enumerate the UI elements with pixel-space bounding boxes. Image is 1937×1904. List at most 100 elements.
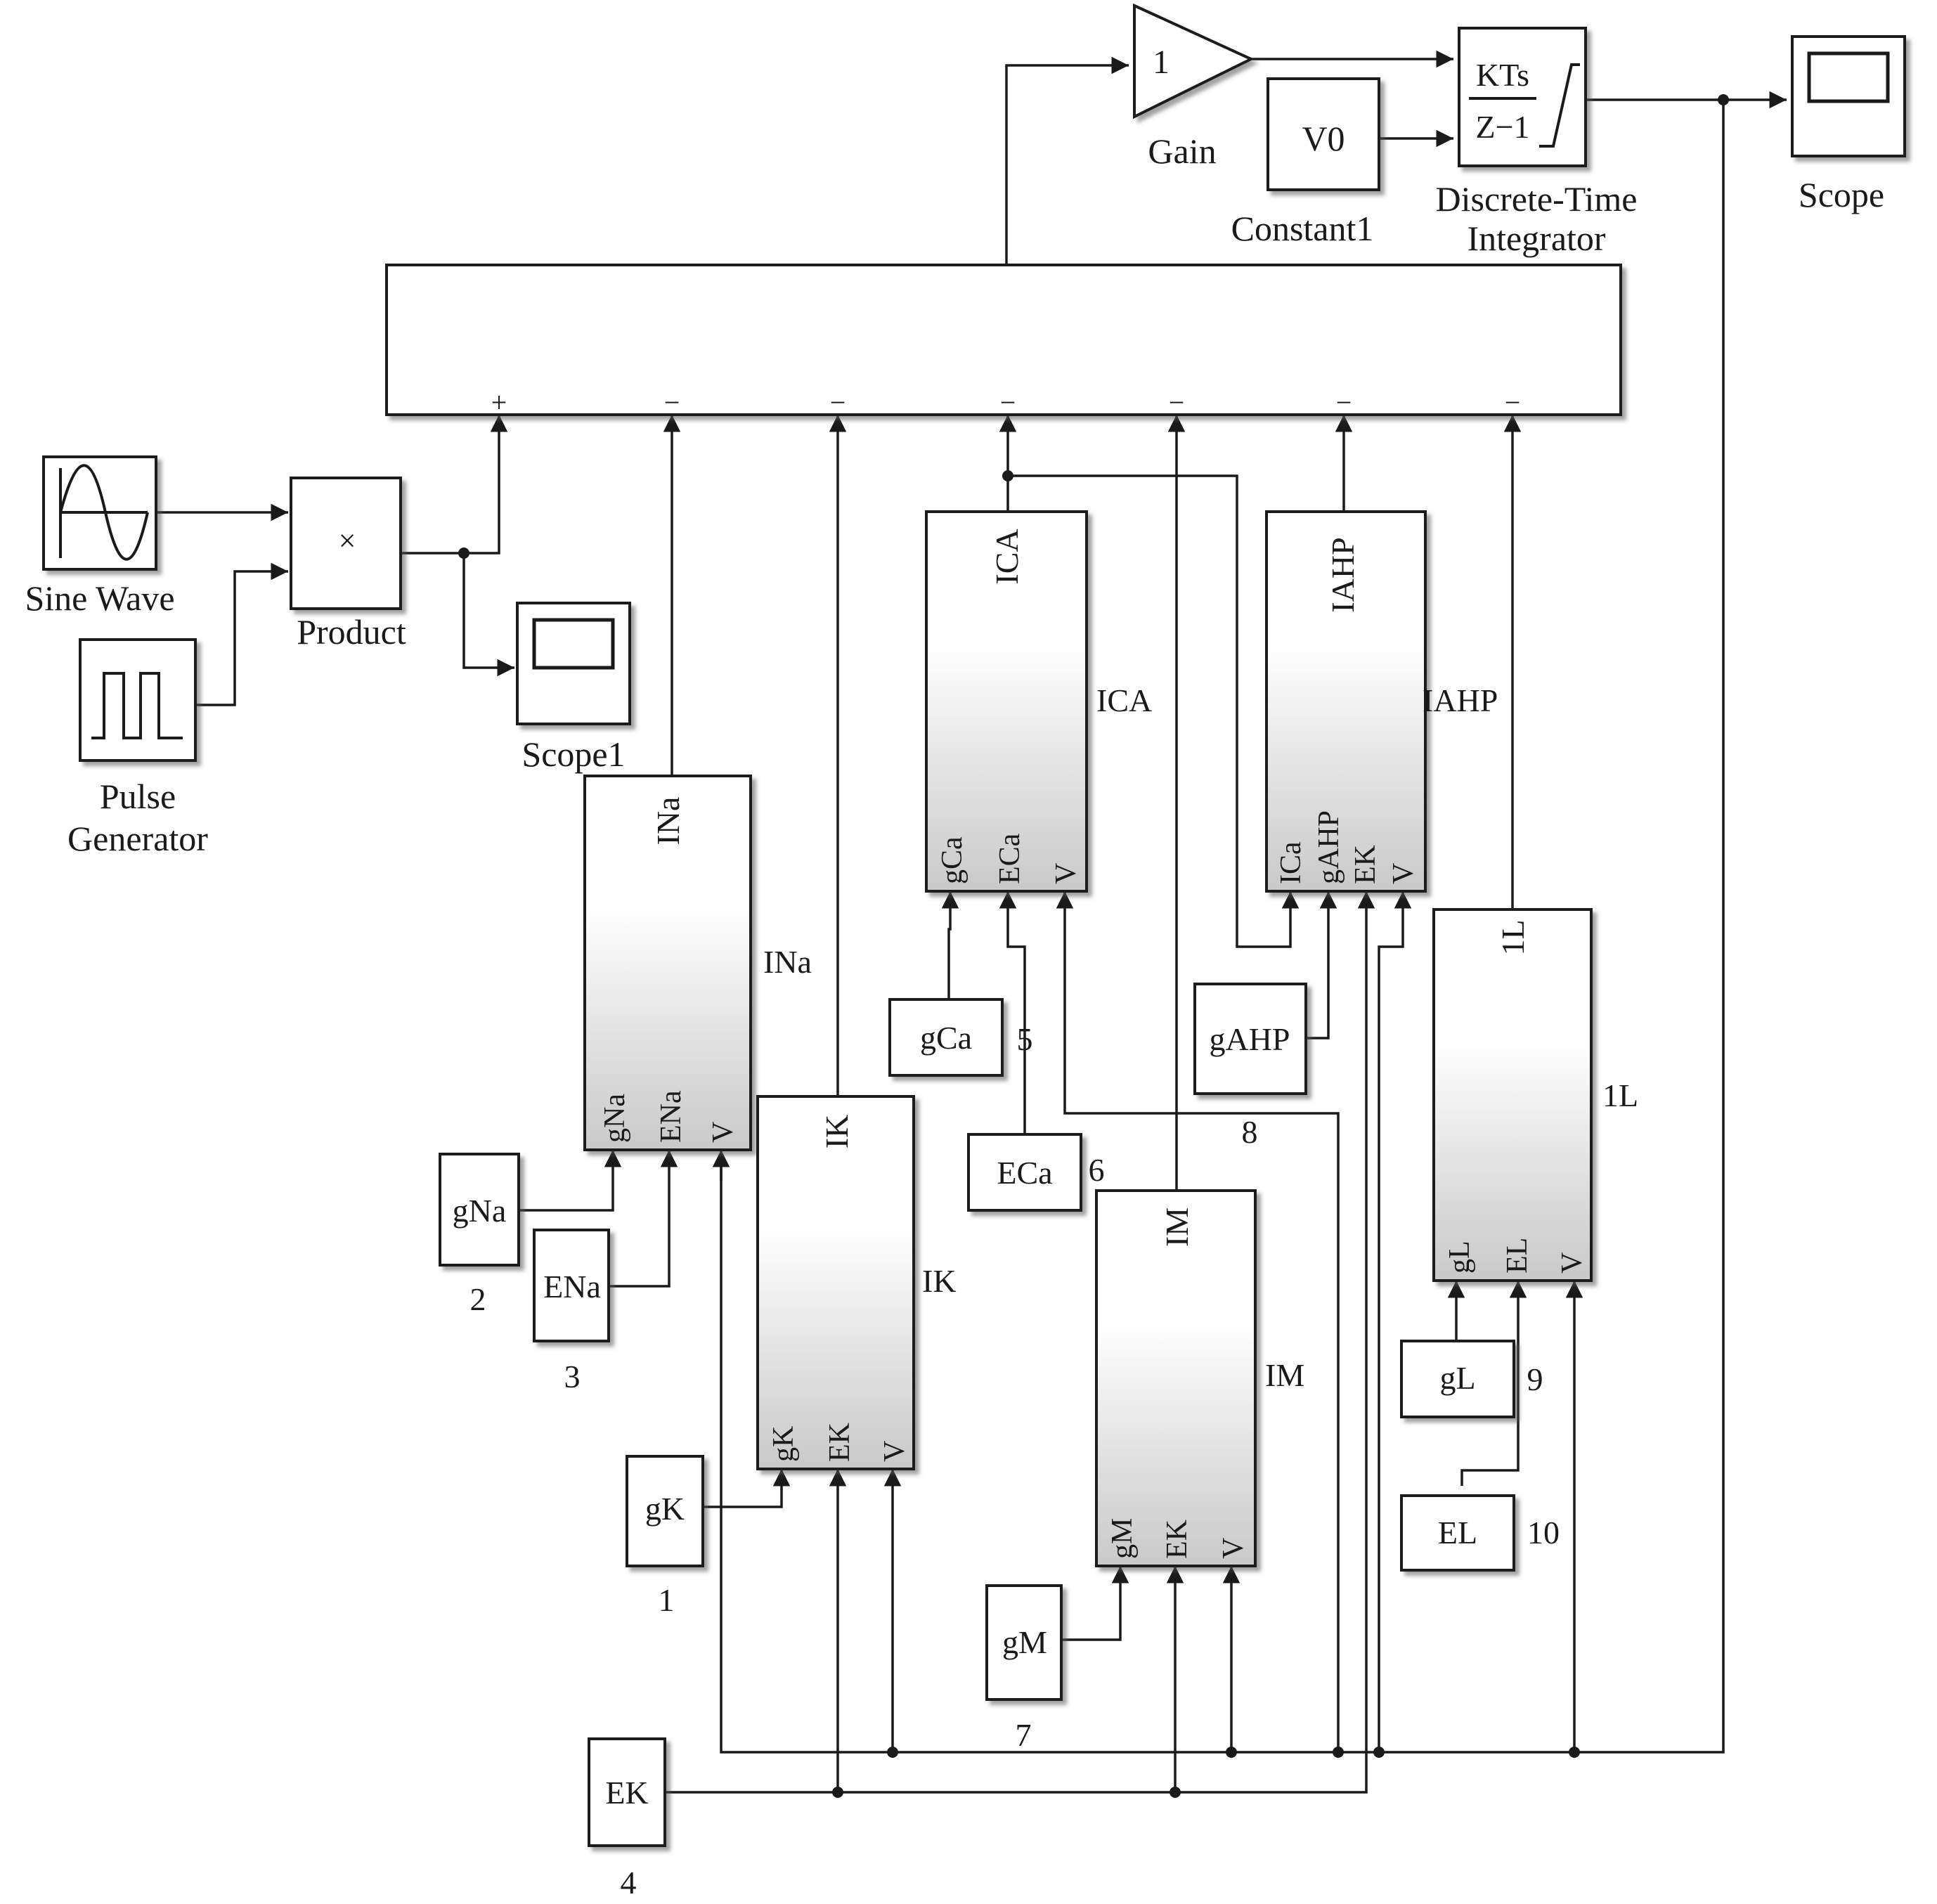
constant-ena[interactable]: ENa 3 [533, 1229, 610, 1394]
port-label: ICa [1275, 841, 1307, 884]
branch-point [887, 1747, 898, 1758]
scope1-screen-icon [532, 618, 615, 670]
constant-number: 5 [1017, 1021, 1033, 1057]
subsystem-title: IAHP [1325, 537, 1361, 612]
port-label: EK [824, 1423, 856, 1462]
sine-wave-block[interactable]: Sine Wave [25, 455, 175, 618]
product-block[interactable]: × Product [290, 477, 406, 652]
wire-gna [519, 1150, 622, 1212]
port-label: gNa [599, 1094, 631, 1143]
pulse-icon [91, 672, 183, 739]
sum-sign: + [491, 387, 507, 418]
subsystem-title: IM [1159, 1207, 1195, 1247]
subsystem-title: ICA [989, 529, 1025, 584]
port-label: EL [1501, 1238, 1534, 1274]
wire-product-to-sum [401, 415, 508, 555]
constant-gl[interactable]: gL 9 [1400, 1340, 1543, 1418]
port-label: gAHP [1313, 810, 1345, 884]
iahp-subsystem[interactable]: IAHP IAHP ICa gAHP EK V [1265, 510, 1498, 893]
constant-number: 4 [621, 1865, 637, 1900]
constant-text: gNa [453, 1193, 507, 1229]
wire-ena [609, 1150, 678, 1288]
sum-sign: − [1000, 387, 1016, 418]
port-label: V [1217, 1538, 1250, 1559]
constant-block[interactable]: V0 Constant1 [1231, 77, 1380, 248]
wire-eca [999, 891, 1026, 1134]
sine-wave-label: Sine Wave [25, 578, 174, 618]
scope1-block[interactable]: Scope1 [516, 602, 631, 774]
port-label: EK [1161, 1520, 1193, 1559]
pulse-generator-block[interactable]: Pulse Generator [67, 638, 208, 858]
port-label: gL [1444, 1241, 1476, 1274]
wire-v-feedback-bus [720, 100, 1725, 1754]
branch-points [458, 94, 1729, 1798]
sum-sign: − [664, 387, 680, 418]
constant-label: Constant1 [1231, 209, 1374, 248]
constant-number: 8 [1242, 1114, 1258, 1150]
integrator-label-2: Integrator [1467, 219, 1605, 258]
branch-point [1718, 94, 1729, 105]
constant-number: 9 [1527, 1361, 1543, 1397]
ica-subsystem[interactable]: ICA ICA gCa ECa V [925, 510, 1152, 893]
wire-ek-bus [665, 891, 1375, 1794]
gain-value: 1 [1153, 44, 1170, 81]
integrator-label-1: Discrete-Time [1436, 179, 1638, 219]
ina-subsystem[interactable]: INa INa gNa ENa V [583, 775, 812, 1151]
integrator-block[interactable]: KTs Z−1 Discrete-Time Integrator [1436, 27, 1638, 258]
wire-ica-to-iahp [1008, 474, 1300, 948]
constant-gna[interactable]: gNa 2 [439, 1153, 520, 1317]
constant-number: 6 [1089, 1152, 1105, 1188]
sine-wave-icon [59, 464, 149, 561]
product-symbol: × [339, 524, 356, 558]
wire-v-to-iahp [1378, 891, 1412, 1752]
wire-gk [703, 1469, 791, 1508]
branch-point [1170, 1787, 1181, 1798]
constant-number: 2 [470, 1281, 486, 1317]
constant-gk[interactable]: gK 1 [626, 1455, 704, 1618]
scope-block[interactable]: Scope [1791, 35, 1906, 214]
branch-point [1333, 1747, 1344, 1758]
branch-point [1569, 1747, 1580, 1758]
port-label: V [1050, 863, 1082, 884]
sum-block[interactable]: + − − − − − − [385, 264, 1622, 418]
constant-number: 3 [564, 1359, 581, 1394]
signal-lines [156, 50, 1787, 1794]
integrator-numerator: KTs [1476, 57, 1529, 93]
sum-sign: − [830, 387, 846, 418]
constant-gca[interactable]: gCa 5 [888, 998, 1033, 1077]
gain-block[interactable]: 1 Gain [1133, 3, 1255, 171]
gain-label: Gain [1148, 131, 1216, 171]
sum-sign: − [1169, 387, 1185, 418]
constant-text: gK [645, 1491, 685, 1527]
port-label: ECa [994, 833, 1026, 884]
sum-sign: − [1505, 387, 1521, 418]
constant-el[interactable]: EL 10 [1400, 1494, 1560, 1572]
constant-gm[interactable]: gM 7 [985, 1584, 1063, 1753]
il-subsystem[interactable]: 1L 1L gL EL V [1432, 908, 1638, 1282]
scope-screen-icon [1807, 51, 1890, 103]
wire-gm [1061, 1566, 1129, 1641]
im-subsystem[interactable]: IM IM gM EK V [1095, 1189, 1304, 1567]
constant-text: gCa [920, 1020, 972, 1056]
constant-eca[interactable]: ECa 6 [967, 1133, 1105, 1212]
wire-product-to-scope1 [462, 553, 514, 677]
constant-ek[interactable]: EK 4 [588, 1737, 666, 1900]
wire-pulse-to-product [195, 562, 288, 706]
port-label: gM [1106, 1518, 1139, 1559]
constant-text: EK [605, 1775, 648, 1811]
constant-value: V0 [1302, 119, 1345, 158]
subsystem-title: INa [650, 797, 686, 846]
subsystem-title: IK [819, 1115, 855, 1149]
subsystem-output-label: INa [763, 944, 812, 980]
sum-sign: − [1336, 387, 1352, 418]
port-label: EK [1349, 845, 1382, 884]
subsystem-output-label: IM [1265, 1357, 1304, 1393]
port-label: V [879, 1441, 911, 1462]
pulse-label-1: Pulse [100, 777, 176, 816]
saturation-icon [1539, 63, 1580, 148]
branch-point [1373, 1747, 1385, 1758]
ik-subsystem[interactable]: IK IK gK EK V [756, 1095, 957, 1470]
constant-gahp[interactable]: gAHP 8 [1193, 983, 1307, 1150]
constant-number: 1 [659, 1582, 675, 1618]
branch-point [458, 548, 469, 559]
